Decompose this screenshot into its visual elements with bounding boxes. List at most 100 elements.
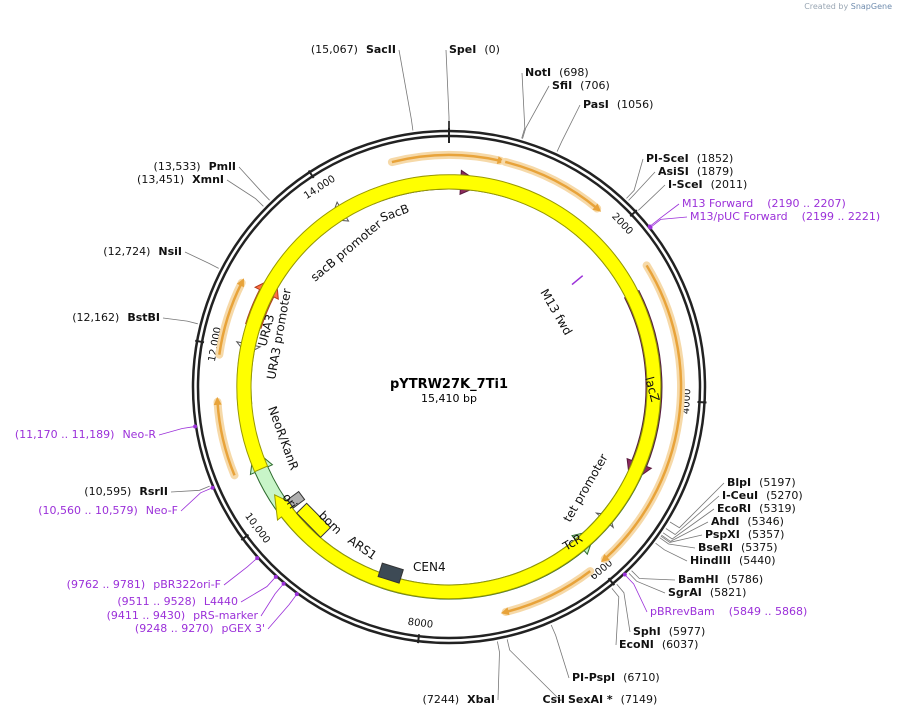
primer-pbr322ori-f-leader — [223, 559, 256, 586]
site-name: SphI — [633, 625, 661, 638]
primer-label-pbrrevbam: pBRrevBam(5849 .. 5868) — [650, 605, 807, 618]
site-spei-leader — [445, 49, 450, 128]
site-pmli-leader — [238, 166, 270, 201]
orf-glow — [213, 397, 239, 480]
site-coord: (13,451) — [137, 173, 184, 186]
primer-mark — [255, 556, 260, 561]
site-coord: (5357) — [748, 528, 785, 541]
site-label-sacii: (15,067) SacII — [311, 43, 396, 56]
site-name: BamHI — [678, 573, 719, 586]
primer-label-neo-f: (10,560 .. 10,579) Neo-F — [38, 504, 178, 517]
orf-arc — [505, 570, 591, 614]
site-bstbi-leader — [162, 317, 198, 325]
site-coord: (1056) — [617, 98, 654, 111]
site-name: NsiI — [158, 245, 182, 258]
site-name: XmnI — [192, 173, 224, 186]
site-coord: (1852) — [697, 152, 734, 165]
site-coord: (15,067) — [311, 43, 358, 56]
primer-coord: (9248 .. 9270) — [135, 622, 214, 635]
primer-coord: (5849 .. 5868) — [729, 605, 808, 618]
m13-fwd-mark — [571, 275, 584, 286]
site-pi-scei-leader — [626, 158, 644, 199]
site-name: RsrII — [139, 485, 168, 498]
primer-name: pGEX 3' — [221, 622, 265, 635]
site-label-asisi: AsiSI(1879) — [658, 165, 733, 178]
site-label-sphi: SphI(5977) — [633, 625, 705, 638]
site-xmni-leader — [226, 179, 264, 207]
site-label-econi: EcoNI(6037) — [619, 638, 698, 651]
primer-prs-marker-leader — [260, 584, 283, 617]
site-name: BlpI — [727, 476, 751, 489]
primer-name: Neo-R — [122, 428, 156, 441]
primer-pbrrevbam-leader — [625, 575, 648, 613]
site-label-sexai: SexAI *(7149) — [568, 693, 657, 706]
site-coord: (12,162) — [72, 311, 119, 324]
site-pspxi-leader — [660, 534, 703, 543]
plasmid-size: 15,410 bp — [421, 392, 477, 405]
site-label-sfii: SfiI(706) — [552, 79, 610, 92]
feature-cen4 — [377, 562, 404, 584]
primer-m13-forward-leader — [651, 203, 680, 226]
site-label-ahdi: AhdI(5346) — [711, 515, 784, 528]
site-label-hindiii: HindIII(5440) — [690, 554, 776, 567]
primer-mark — [273, 574, 278, 579]
primer-name: pRS-marker — [193, 609, 258, 622]
site-label-rsrii: (10,595)RsrII — [84, 485, 168, 498]
orf-arrowhead — [236, 278, 244, 288]
feature-label-sacb: SacB — [378, 201, 411, 224]
site-label-noti: NotI (698) — [525, 66, 589, 79]
orf-arc — [504, 160, 598, 210]
site-rsrii-leader — [170, 485, 210, 493]
feature-ori — [236, 174, 662, 600]
site-csii-leader — [506, 639, 561, 701]
site-name: SacII — [366, 43, 396, 56]
primer-label-l4440: (9511 .. 9528)L4440 — [117, 595, 238, 608]
primer-coord: (9411 .. 9430) — [107, 609, 186, 622]
primer-name: pBR322ori-F — [153, 578, 221, 591]
site-coord: (698) — [559, 66, 589, 79]
site-coord: (5346) — [747, 515, 784, 528]
site-label-csii: CsiI — [543, 693, 565, 706]
site-coord: (5821) — [710, 586, 747, 599]
orf-arc — [603, 264, 683, 560]
site-blpi-leader — [669, 482, 725, 529]
credit-brand: SnapGene — [850, 2, 892, 11]
site-coord: (5440) — [739, 554, 776, 567]
feature-label-lacz: lacZ — [642, 375, 662, 403]
site-coord: (5197) — [759, 476, 796, 489]
site-label-i-ceui: I-CeuI(5270) — [722, 489, 803, 502]
feature-label-cen4: CEN4 — [413, 560, 446, 574]
site-label-pmli: (13,533)PmlI — [154, 160, 236, 173]
site-bamhi-leader — [631, 570, 676, 581]
feature-arrows — [235, 169, 663, 600]
snapgene-credit: Created by SnapGene — [804, 2, 892, 11]
site-name: NotI — [525, 66, 551, 79]
primer-coord: (9511 .. 9528) — [117, 595, 196, 608]
site-ecori-leader — [662, 508, 715, 540]
primer-mark — [622, 572, 627, 577]
primer-name: Neo-F — [146, 504, 178, 517]
primer-label-m13-forward: M13 Forward(2190 .. 2207) — [682, 197, 846, 210]
site-label-bstbi: (12,162)BstBI — [72, 311, 160, 324]
site-sphi-leader — [616, 584, 631, 633]
tick-mark — [195, 339, 205, 344]
plasmid-name: pYTRW27K_7Ti1 — [390, 377, 508, 392]
site-sfii-leader — [522, 85, 550, 139]
site-label-bseri: BseRI(5375) — [698, 541, 778, 554]
site-sacii-leader — [398, 49, 414, 131]
site-name: PI-PspI — [572, 671, 615, 684]
site-name: SpeI — [449, 43, 476, 56]
restriction-sites: SpeI(0)NotI(698)SfiI(706)PasI(1056)PI-Sc… — [72, 43, 802, 706]
primer-coord: (10,560 .. 10,579) — [38, 504, 138, 517]
primer-l4440-leader — [240, 578, 275, 603]
primer-pgex-3-leader — [267, 595, 297, 630]
site-asisi-leader — [628, 171, 656, 201]
credit-prefix: Created by — [804, 2, 849, 11]
tick-mark — [607, 577, 616, 586]
primer-label-neo-r: (11,170 .. 11,189)Neo-R — [15, 428, 156, 441]
site-label-pasi: PasI(1056) — [583, 98, 653, 111]
primer-coord: (9762 .. 9781) — [67, 578, 146, 591]
site-label-bamhi: BamHI(5786) — [678, 573, 763, 586]
primer-mark — [648, 225, 653, 230]
